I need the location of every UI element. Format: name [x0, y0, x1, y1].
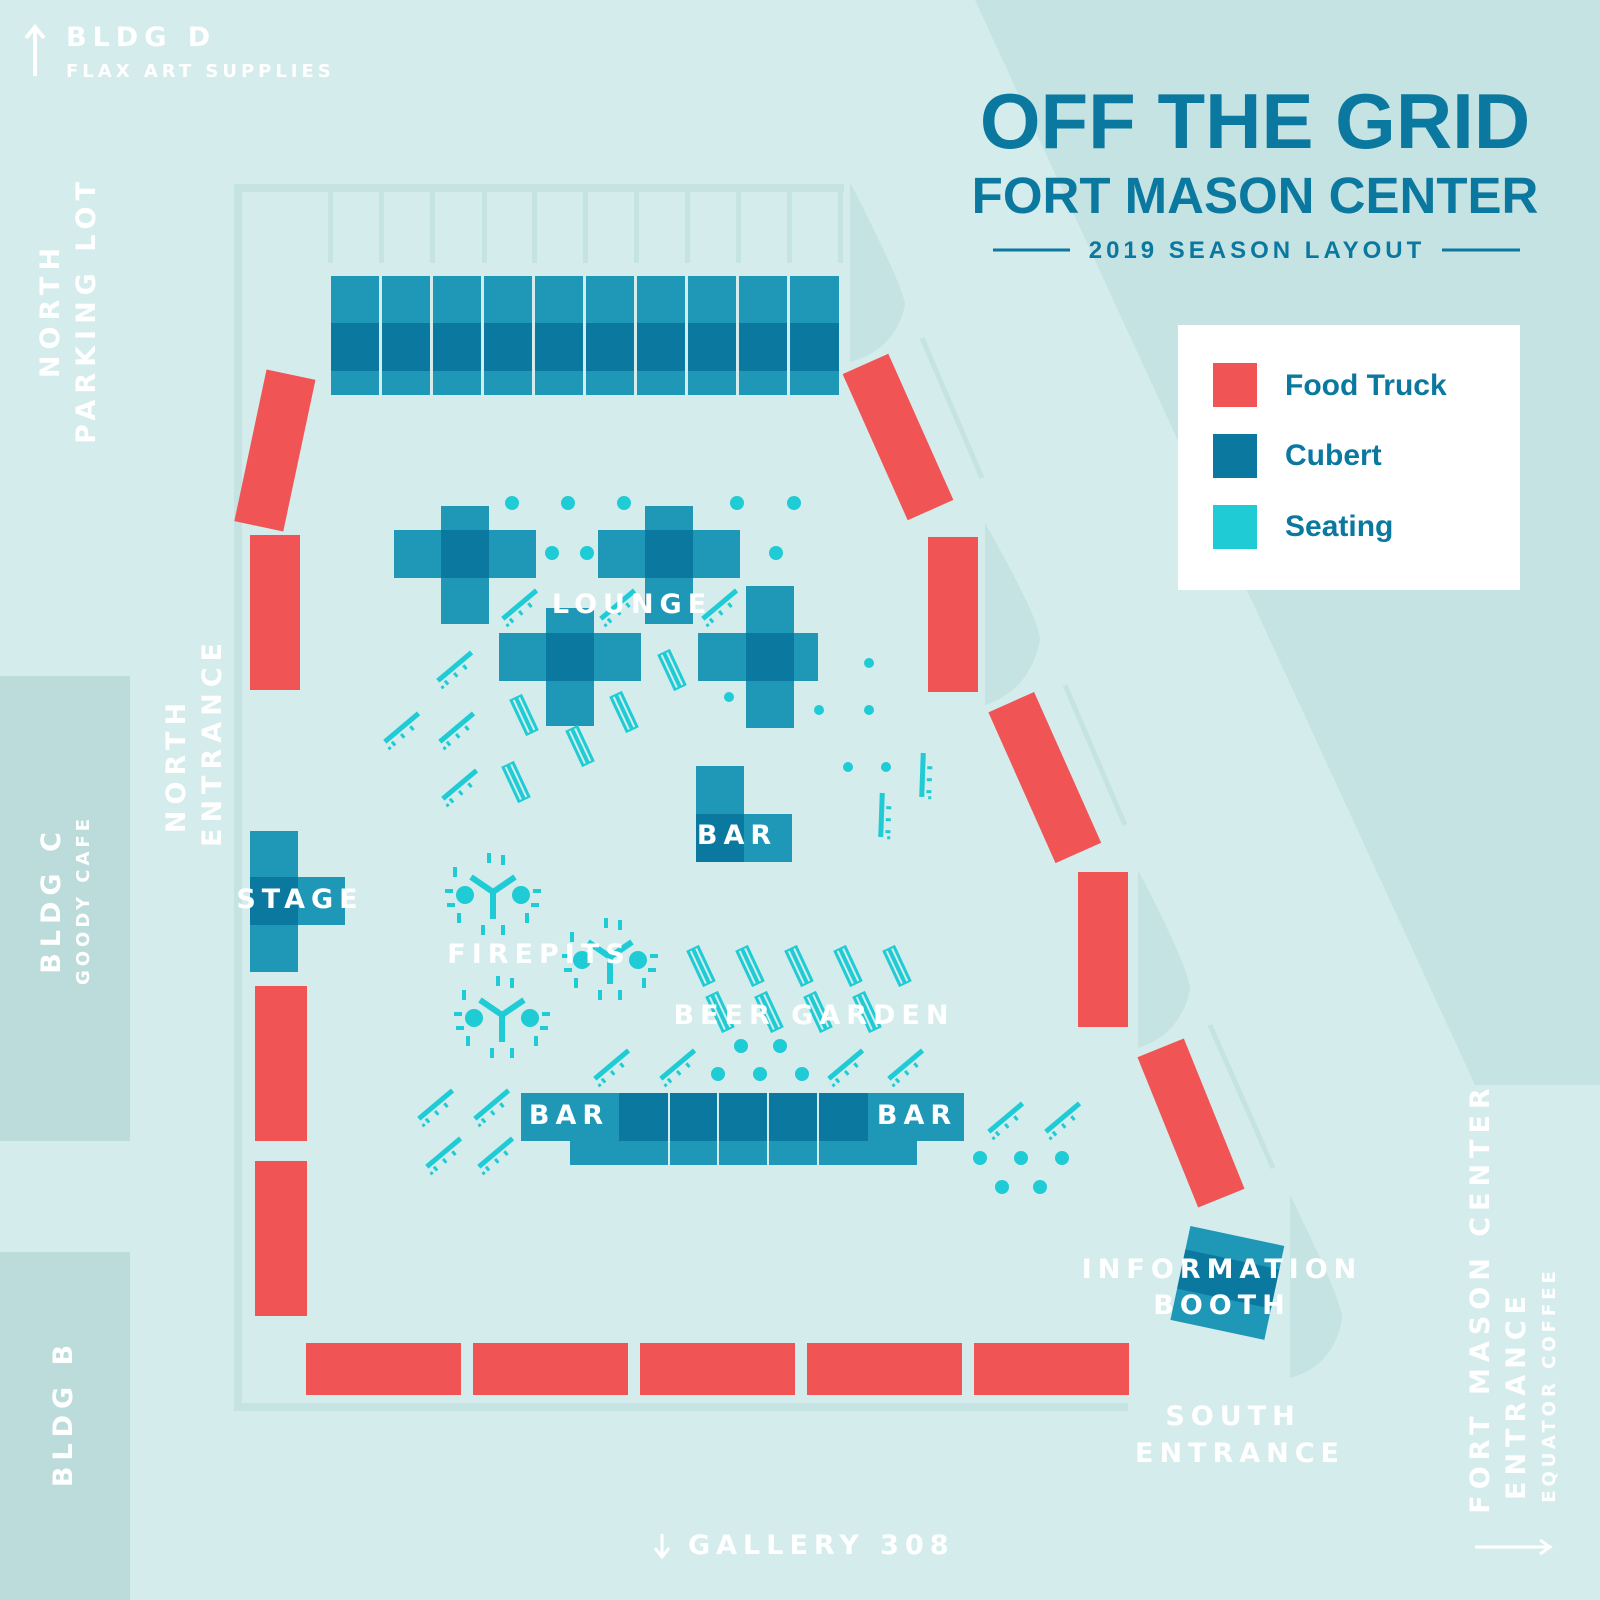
- stool: [864, 658, 874, 668]
- food-truck: [807, 1343, 962, 1395]
- legend-label-cubert: Cubert: [1285, 439, 1382, 472]
- label-info-booth-2: BOOTH: [1153, 1290, 1291, 1321]
- label-lounge: LOUNGE: [552, 589, 712, 620]
- stool: [769, 546, 783, 560]
- stool: [864, 705, 874, 715]
- food-truck: [1137, 1038, 1245, 1208]
- label-north-entrance-1: NORTH: [161, 697, 192, 833]
- arrow-down-icon: [653, 1534, 671, 1560]
- stool: [881, 762, 891, 772]
- label-gallery: GALLERY 308: [688, 1530, 955, 1561]
- label-stage: STAGE: [236, 884, 363, 915]
- stool: [795, 1067, 809, 1081]
- label-fmc-entrance-2: ENTRANCE: [1501, 1290, 1532, 1500]
- stool: [973, 1151, 987, 1165]
- stool: [787, 496, 801, 510]
- stool: [753, 1067, 767, 1081]
- label-north-parking-1: NORTH: [35, 242, 66, 378]
- stool: [505, 496, 519, 510]
- label-info-booth-1: INFORMATION: [1082, 1254, 1363, 1285]
- stool: [561, 496, 575, 510]
- food-truck: [988, 692, 1102, 864]
- food-truck: [473, 1343, 628, 1395]
- food-truck: [640, 1343, 795, 1395]
- food-truck: [1078, 872, 1128, 1027]
- stool: [843, 762, 853, 772]
- lounge-cuberts: [394, 506, 818, 728]
- arrow-right-icon: [1475, 1538, 1553, 1556]
- stool: [814, 705, 824, 715]
- food-truck: [234, 369, 316, 532]
- legend-label-seating: Seating: [1285, 510, 1393, 543]
- food-truck: [928, 537, 978, 692]
- label-north-parking-2: PARKING LOT: [71, 176, 102, 444]
- food-truck: [255, 986, 307, 1141]
- label-bldg-c-sub: GOODY CAFE: [73, 815, 94, 985]
- label-bldg-d: BLDG D: [66, 22, 216, 53]
- label-fmc-entrance-sub: EQUATOR COFFEE: [1539, 1267, 1560, 1503]
- venue-outline: [234, 184, 1128, 1411]
- food-trucks: [234, 353, 1245, 1395]
- stool: [617, 496, 631, 510]
- building-c: [0, 676, 130, 1141]
- title-main: OFF THE GRID: [980, 77, 1530, 165]
- stool: [1033, 1180, 1047, 1194]
- arrow-up-icon: [24, 23, 46, 76]
- legend-label-food-truck: Food Truck: [1285, 369, 1447, 402]
- label-beer-garden: BEER GARDEN: [674, 1000, 955, 1031]
- stool: [1055, 1151, 1069, 1165]
- seating-stools: [505, 496, 1069, 1194]
- title-sub: FORT MASON CENTER: [972, 167, 1539, 224]
- stool: [773, 1039, 787, 1053]
- stage-cubert: [250, 831, 345, 972]
- label-bldg-c: BLDG C: [36, 826, 67, 974]
- info-booth-cubert: [1170, 1226, 1285, 1340]
- legend-swatch-seating: [1213, 505, 1257, 549]
- legend-swatch-food-truck: [1213, 363, 1257, 407]
- label-firepits: FIREPITS: [447, 939, 630, 970]
- label-south-entrance-1: SOUTH: [1165, 1401, 1300, 1432]
- cubert-cluster: [499, 608, 641, 726]
- legend: Food Truck Cubert Seating: [1178, 325, 1520, 590]
- food-truck: [255, 1161, 307, 1316]
- stool: [545, 546, 559, 560]
- parking-stripes: [328, 188, 843, 263]
- building-b: [0, 1252, 130, 1600]
- label-bldg-b: BLDG B: [48, 1339, 79, 1487]
- label-bldg-d-sub: FLAX ART SUPPLIES: [66, 61, 335, 82]
- title-season: 2019 SEASON LAYOUT: [1089, 237, 1426, 264]
- stool: [734, 1039, 748, 1053]
- stool: [711, 1067, 725, 1081]
- cubert-row-north: [331, 276, 839, 395]
- food-truck: [306, 1343, 461, 1395]
- label-bar-center: BAR: [697, 820, 777, 851]
- label-north-entrance-2: ENTRANCE: [197, 637, 228, 847]
- label-fmc-entrance-1: FORT MASON CENTER: [1465, 1082, 1496, 1513]
- label-south-entrance-2: ENTRANCE: [1135, 1438, 1345, 1469]
- food-truck: [974, 1343, 1129, 1395]
- stool: [730, 496, 744, 510]
- food-truck: [842, 353, 954, 521]
- bar-center-cubert: [696, 766, 792, 862]
- cubert-cluster: [698, 586, 818, 728]
- label-bar-right: BAR: [877, 1100, 957, 1131]
- stool: [995, 1180, 1009, 1194]
- legend-swatch-cubert: [1213, 434, 1257, 478]
- stool: [724, 692, 734, 702]
- bar-bottom-cuberts: [521, 1093, 964, 1165]
- stool: [580, 546, 594, 560]
- cubert-cluster: [598, 506, 740, 624]
- stool: [1014, 1151, 1028, 1165]
- food-truck: [250, 535, 300, 690]
- label-bar-left: BAR: [529, 1100, 609, 1131]
- cubert-cluster: [394, 506, 536, 624]
- east-side-curbs: [850, 182, 1342, 1378]
